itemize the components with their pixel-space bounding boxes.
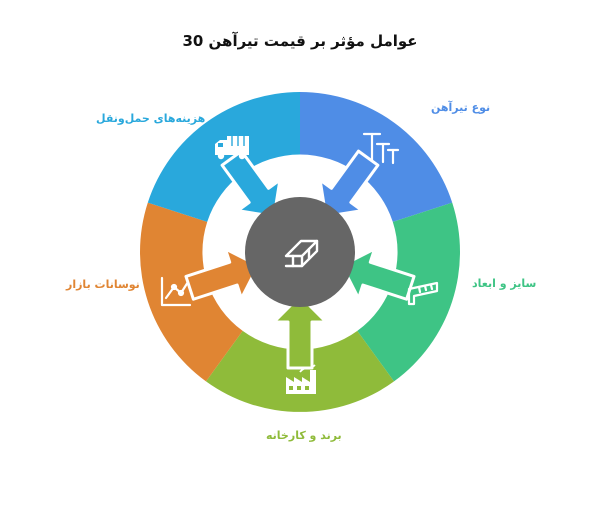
trend-chart-icon bbox=[160, 276, 192, 307]
arrow-size bbox=[340, 247, 416, 301]
label-market: نوسانات بازار bbox=[66, 278, 140, 291]
factory-icon bbox=[286, 364, 316, 394]
label-transport: هزینه‌های حمل‌ونقل bbox=[96, 112, 206, 125]
label-size: سایز و ابعاد bbox=[472, 277, 537, 290]
label-brand: برند و کارخانه bbox=[266, 429, 342, 442]
steel-beam-icon bbox=[284, 239, 319, 268]
diagram-title: عوامل مؤثر بر قیمت تیرآهن 30 bbox=[182, 32, 418, 50]
beams-icon bbox=[362, 132, 400, 165]
truck-icon bbox=[215, 136, 249, 160]
ruler-icon bbox=[407, 281, 439, 306]
arrow-transport bbox=[220, 149, 282, 218]
segment-steel-type bbox=[300, 92, 453, 222]
center-circle bbox=[245, 197, 355, 307]
arrow-steel-type bbox=[318, 149, 380, 218]
arrow-brand bbox=[272, 294, 328, 370]
arrow-market bbox=[184, 247, 260, 301]
label-steel-type: نوع تیرآهن bbox=[431, 101, 491, 114]
